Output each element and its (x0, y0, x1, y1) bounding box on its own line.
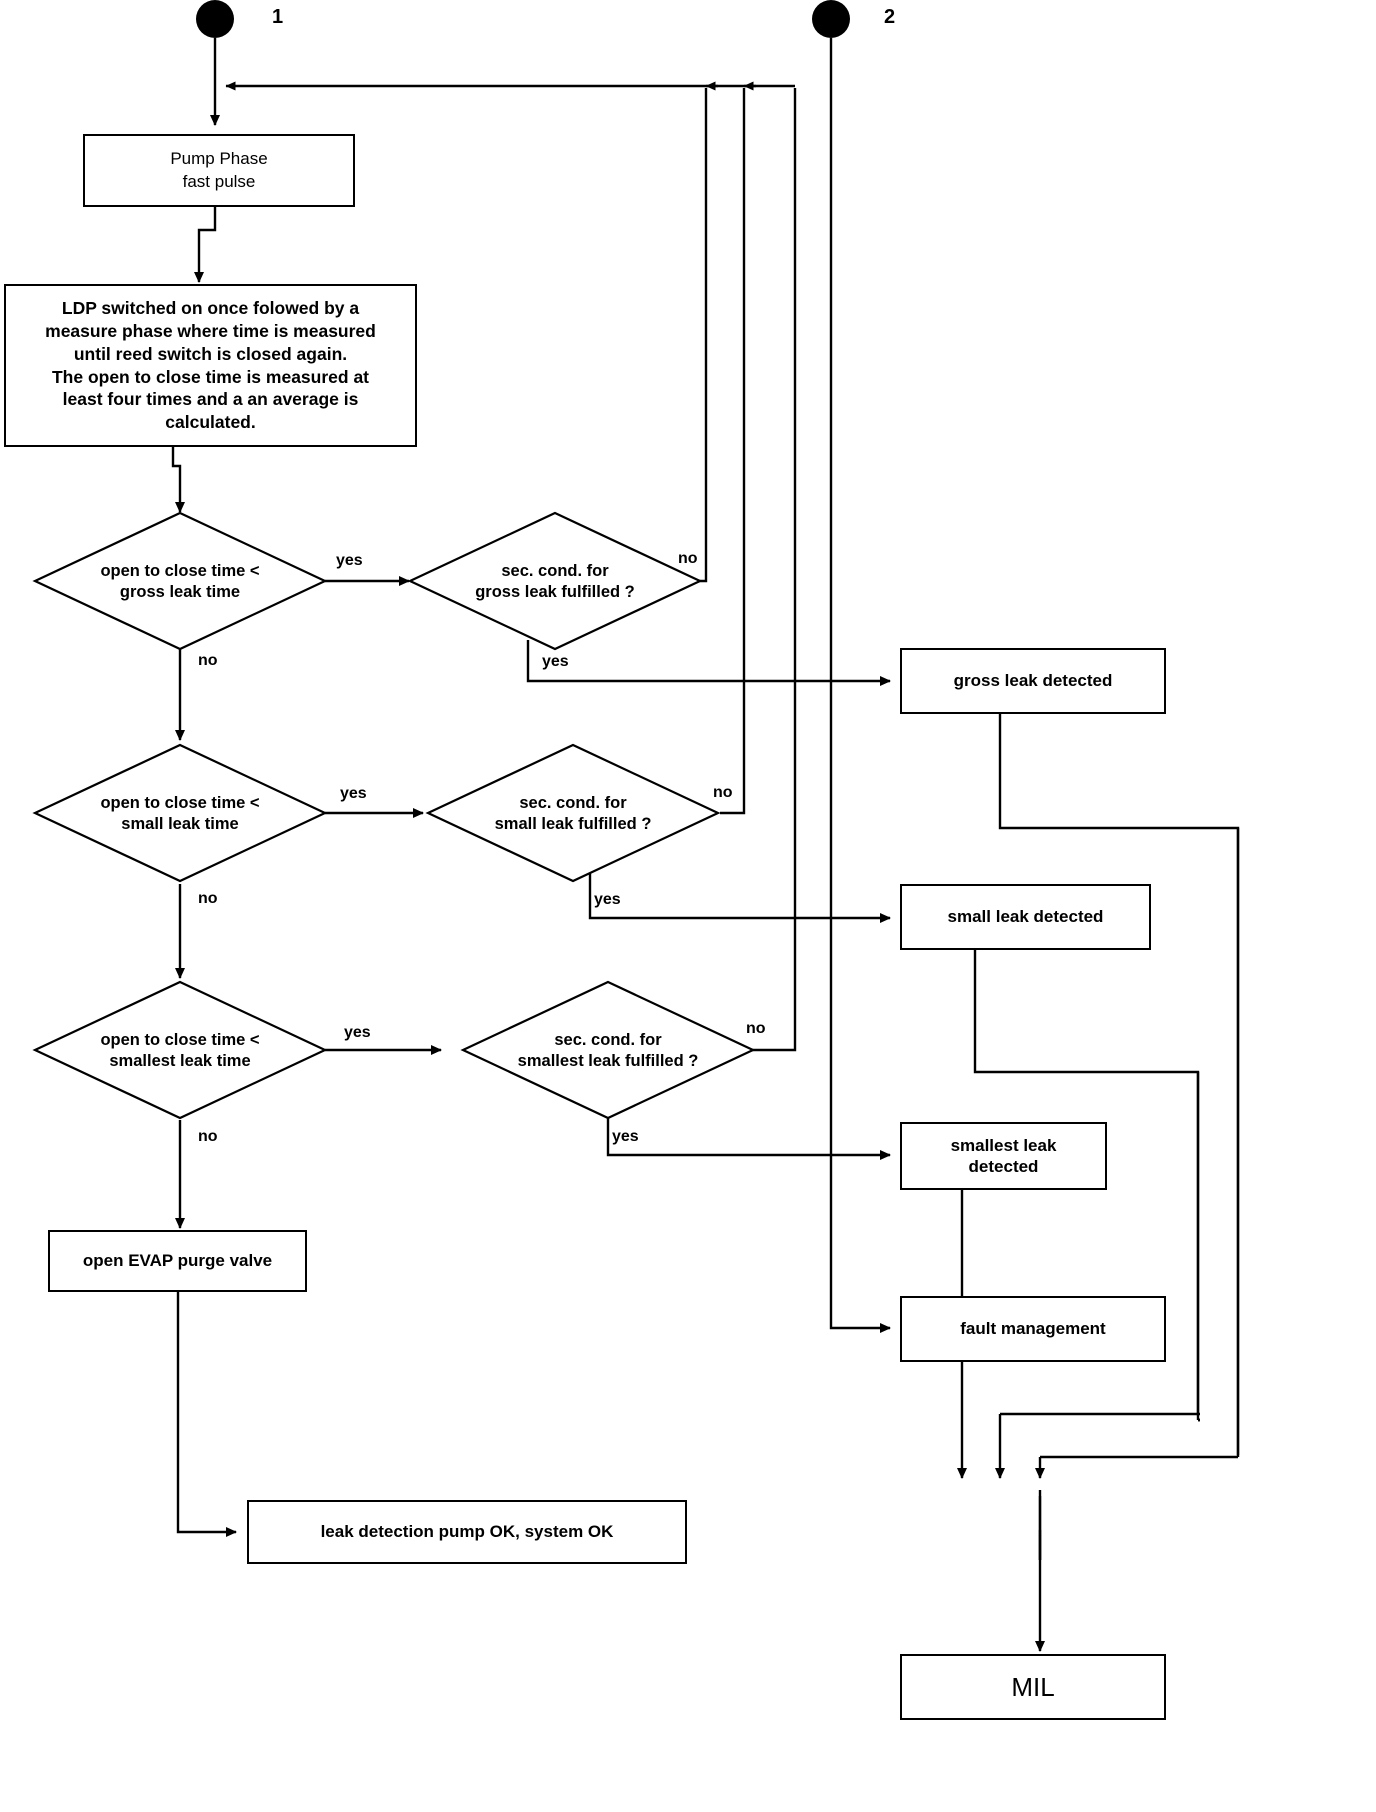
node-fault-management[interactable]: fault management (900, 1296, 1166, 1362)
node-small-leak-detected[interactable]: small leak detected (900, 884, 1151, 950)
diamond-small (32, 743, 328, 883)
ldp-line2: measure phase where time is measured (45, 321, 376, 341)
node-mil[interactable]: MIL (900, 1654, 1166, 1720)
edge-label-smallest-sec-yes: yes (612, 1128, 639, 1145)
node-open-evap-purge-valve[interactable]: open EVAP purge valve (48, 1230, 307, 1292)
diamond-smallest (32, 980, 328, 1120)
edge-label-smallest-yes: yes (344, 1024, 371, 1041)
edge-label-gross-sec-no: no (678, 550, 698, 567)
edge-label-gross-no: no (198, 652, 218, 669)
start-node-1-label: 1 (272, 6, 284, 28)
node-gross-leak-detected[interactable]: gross leak detected (900, 648, 1166, 714)
smallest-leak-detected-line2: detected (968, 1157, 1039, 1176)
diamond-smallest-sec (460, 980, 756, 1120)
pump-ok-label: leak detection pump OK, system OK (320, 1522, 614, 1542)
edge-label-gross-yes: yes (336, 552, 363, 569)
node-ldp-measure[interactable]: LDP switched on once folowed by a measur… (4, 284, 417, 447)
open-evap-label: open EVAP purge valve (82, 1251, 273, 1271)
pump-phase-line1: Pump Phase (170, 148, 268, 168)
edge-label-small-sec-no: no (713, 784, 733, 801)
edge-label-smallest-sec-no: no (746, 1020, 766, 1037)
node-pump-phase[interactable]: Pump Phase fast pulse (83, 134, 355, 207)
ldp-line4: The open to close time is measured at (51, 366, 370, 387)
edge-label-small-no: no (198, 890, 218, 907)
edge-label-smallest-no: no (198, 1128, 218, 1145)
mil-label: MIL (1011, 1671, 1055, 1702)
diamond-gross (32, 511, 328, 651)
node-smallest-leak-detected[interactable]: smallest leak detected (900, 1122, 1107, 1190)
ldp-line3: until reed switch is closed again. (73, 343, 348, 364)
ldp-line6: calculated. (165, 412, 256, 432)
small-leak-detected-label: small leak detected (947, 907, 1104, 927)
edge-label-small-yes: yes (340, 785, 367, 802)
diamond-small-sec (425, 743, 721, 883)
diamond-gross-sec (407, 511, 703, 651)
fault-management-label: fault management (960, 1319, 1106, 1339)
ldp-line1: LDP switched on once folowed by a (61, 298, 360, 319)
edge-label-gross-sec-yes: yes (542, 653, 569, 670)
gross-leak-detected-label: gross leak detected (953, 671, 1113, 691)
start-node-2-label: 2 (884, 6, 896, 28)
pump-phase-line2: fast pulse (182, 171, 256, 191)
node-leak-detection-pump-ok[interactable]: leak detection pump OK, system OK (247, 1500, 687, 1564)
ldp-line5: least four times and a an average is (62, 389, 359, 410)
smallest-leak-detected-line1: smallest leak (950, 1135, 1057, 1155)
edge-label-small-sec-yes: yes (594, 891, 621, 908)
